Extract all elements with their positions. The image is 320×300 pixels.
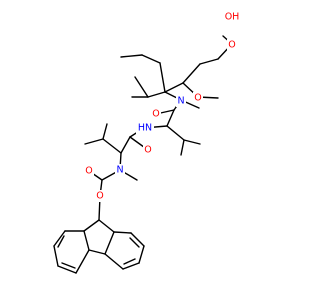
amide-nitrogen-label: N bbox=[177, 96, 184, 107]
carbamate-nitrogen-label: N bbox=[116, 165, 123, 176]
carboxyl-oxygen-label: O bbox=[228, 40, 235, 51]
atom-label-layer: OH O O N O HN O N O O bbox=[84, 11, 240, 202]
methoxy-oxygen-label: O bbox=[194, 93, 201, 104]
o3-backdrop bbox=[84, 165, 94, 177]
carboxyl-hydroxyl-label: OH bbox=[225, 12, 240, 23]
amide-oxygen-label: O bbox=[152, 109, 159, 120]
co-backdrop bbox=[227, 39, 237, 51]
molecule-structure: OH O O N O HN O N O O bbox=[53, 11, 240, 274]
o2-backdrop bbox=[143, 144, 153, 156]
o4-backdrop bbox=[95, 190, 105, 202]
ome-backdrop bbox=[193, 92, 203, 104]
amide-hn-label: HN bbox=[138, 123, 152, 134]
oh-backdrop bbox=[224, 11, 240, 23]
o1-backdrop bbox=[151, 108, 161, 120]
carbamate-carbonyl-oxygen-label: O bbox=[85, 166, 92, 177]
n1-backdrop bbox=[176, 95, 186, 107]
hn-backdrop bbox=[136, 122, 154, 134]
second-amide-oxygen-label: O bbox=[144, 145, 151, 156]
carbamate-ester-oxygen-label: O bbox=[96, 191, 103, 202]
n2-backdrop bbox=[115, 164, 125, 176]
